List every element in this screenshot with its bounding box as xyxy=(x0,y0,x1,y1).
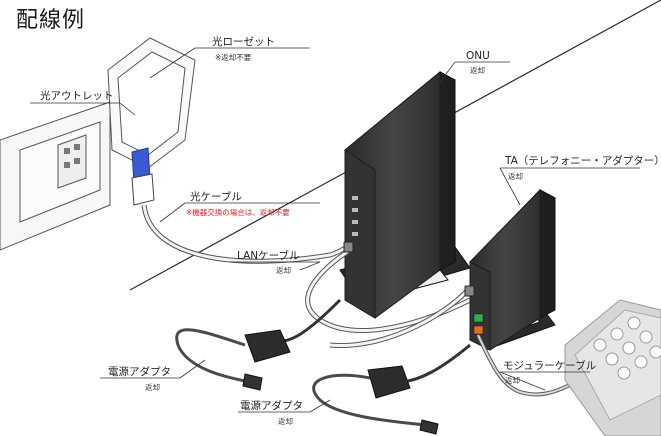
label-hikari-rosetto: 光ローゼット xyxy=(212,36,275,48)
note-power-adapter-2: 返却 xyxy=(278,417,293,426)
diagram-title: 配線例 xyxy=(16,8,86,33)
wall-outlet xyxy=(0,101,111,251)
modular-cable xyxy=(476,334,571,397)
leader-lines xyxy=(30,47,640,413)
label-hikari-outlet: 光アウトレット xyxy=(40,90,114,102)
note-ta: 返却 xyxy=(508,172,523,181)
optical-rosette xyxy=(107,37,196,169)
fiber-connector xyxy=(131,147,155,206)
label-ta: TA（テレフォニー・アダプター） xyxy=(505,155,661,167)
note-hikari-cable: ※機器交換の場合は、返却不要 xyxy=(186,208,290,217)
note-onu: 返却 xyxy=(470,66,485,75)
label-modular-cable: モジュラーケーブル xyxy=(503,360,597,372)
note-hikari-rosetto: ※返却不要 xyxy=(215,53,252,62)
label-power-adapter-2: 電源アダプタ xyxy=(240,400,303,412)
power-adapter-1 xyxy=(175,298,342,391)
fiber-cable xyxy=(141,204,352,264)
onu-device xyxy=(344,70,456,319)
label-hikari-cable: 光ケーブル xyxy=(190,191,242,203)
power-adapter-2 xyxy=(312,343,471,435)
label-lan-cable: LANケーブル xyxy=(237,250,300,262)
telephone xyxy=(564,299,661,436)
label-onu: ONU xyxy=(466,50,490,62)
ta-device xyxy=(469,188,556,351)
note-lan-cable: 返却 xyxy=(276,266,291,275)
note-modular-cable: 返却 xyxy=(505,376,520,385)
note-power-adapter-1: 返却 xyxy=(145,383,160,392)
lan-connectors xyxy=(343,241,475,297)
label-power-adapter-1: 電源アダプタ xyxy=(108,366,171,378)
